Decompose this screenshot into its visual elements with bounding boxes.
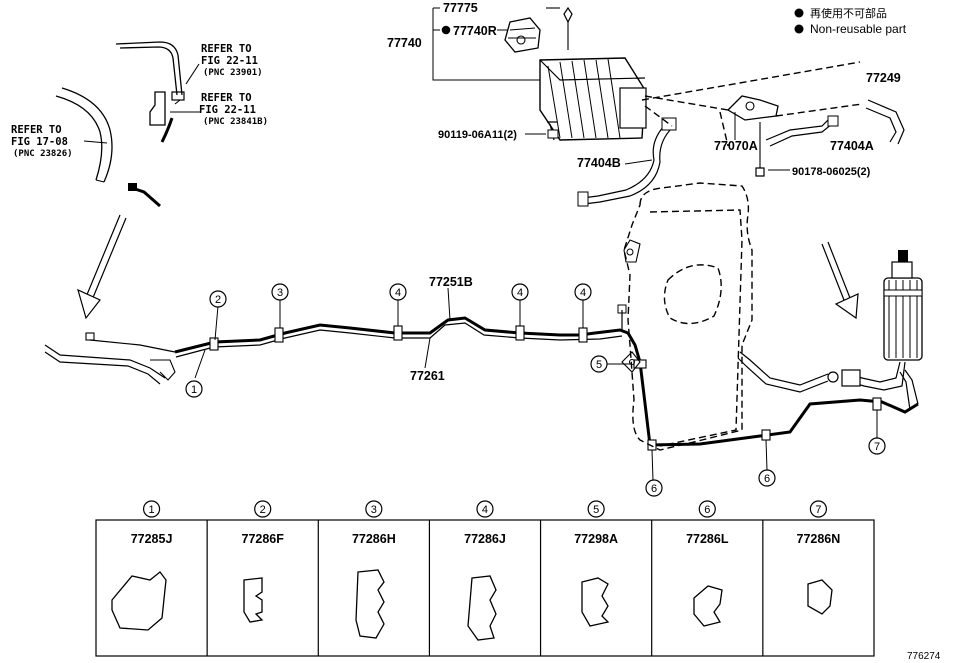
clamp-cell-1[interactable]: 1 77285J xyxy=(111,500,173,631)
svg-text:(PNC 23841B): (PNC 23841B) xyxy=(203,117,268,127)
part-number-77404B[interactable]: 77404B xyxy=(577,156,621,170)
clamp-illustration xyxy=(581,577,610,627)
part-number-90119-06A11[interactable]: 90119-06A11(2) xyxy=(438,129,517,141)
svg-text:2: 2 xyxy=(215,294,221,306)
charcoal-canister-top xyxy=(432,6,905,207)
callout-2[interactable]: 2 xyxy=(209,290,227,308)
clamp-index-circle xyxy=(587,500,605,518)
svg-text:REFER TO: REFER TO xyxy=(201,92,252,104)
clamp-illustration xyxy=(243,577,264,623)
clamp-cell-5[interactable]: 5 77298A xyxy=(574,500,618,627)
callout-4[interactable]: 4 xyxy=(389,283,407,301)
clamp-index-number: 4 xyxy=(482,504,488,516)
clamp-part-number: 77286H xyxy=(352,532,396,546)
clamp-part-number: 77286N xyxy=(797,532,841,546)
callout-6[interactable]: 6 xyxy=(758,469,776,487)
clamp-index-circle xyxy=(142,500,161,518)
clamp-illustration xyxy=(467,575,497,641)
clamp-index-number: 7 xyxy=(815,504,821,516)
clamp-cell-4[interactable]: 4 77286J xyxy=(464,500,506,641)
callout-4[interactable]: 4 xyxy=(511,283,529,301)
clamp-illustration xyxy=(693,585,723,627)
svg-text:FIG 22-11: FIG 22-11 xyxy=(199,104,256,116)
svg-text:FIG 17-08: FIG 17-08 xyxy=(11,136,68,148)
part-labels: 77775 77740 77740R 90119-06A11(2) 77249 … xyxy=(387,1,901,383)
clamp-cell-7[interactable]: 7 77286N xyxy=(797,500,841,615)
svg-text:REFER TO: REFER TO xyxy=(201,43,252,55)
clamp-index-circle xyxy=(254,500,272,518)
legend: 再使用不可部品 Non-reusable part xyxy=(794,6,907,36)
clamp-table: 1 77285J 2 77286F 3 77286H 4 77286J 5 77298A 6 7728… xyxy=(95,500,875,657)
svg-text:5: 5 xyxy=(596,359,602,371)
svg-text:7: 7 xyxy=(874,441,880,453)
clamp-index-circle xyxy=(365,500,383,518)
clamp-part-number: 77286L xyxy=(686,532,729,546)
fuel-tank-outline xyxy=(621,182,753,451)
clamp-table-border xyxy=(95,519,875,657)
svg-text:4: 4 xyxy=(517,287,523,299)
svg-text:4: 4 xyxy=(395,287,401,299)
clamp-part-number: 77286J xyxy=(464,532,506,546)
callout-7[interactable]: 7 xyxy=(868,437,886,455)
part-number-77740R[interactable]: 77740R xyxy=(453,24,497,38)
legend-bullet xyxy=(794,8,804,18)
part-number-77070A[interactable]: 77070A xyxy=(714,139,758,153)
clamp-illustration xyxy=(111,571,167,631)
diagram-callouts: 1 2 3 4 4 4 5 6 6 7 xyxy=(185,283,886,497)
clamp-part-number: 77285J xyxy=(131,532,173,546)
svg-text:6: 6 xyxy=(764,473,770,485)
legend-bullet xyxy=(794,24,804,34)
callout-3[interactable]: 3 xyxy=(271,283,289,301)
clamp-illustration xyxy=(355,569,385,639)
clamp-cell-2[interactable]: 2 77286F xyxy=(242,500,285,623)
clamp-illustration xyxy=(807,579,833,615)
direction-arrow-right xyxy=(821,241,859,320)
clamp-index-number: 5 xyxy=(593,504,599,516)
clamp-part-number: 77286F xyxy=(242,532,285,546)
svg-text:(PNC 23826): (PNC 23826) xyxy=(13,149,73,159)
clamp-part-number: 77298A xyxy=(574,532,618,546)
part-number-77775[interactable]: 77775 xyxy=(443,1,478,15)
part-number-77251B[interactable]: 77251B xyxy=(429,275,473,289)
svg-text:FIG 22-11: FIG 22-11 xyxy=(201,55,258,67)
refer-note-fig17-08[interactable]: REFER TO FIG 17-08 (PNC 23826) xyxy=(11,124,73,159)
clamp-index-number: 3 xyxy=(371,504,377,516)
clamp-cell-6[interactable]: 6 77286L xyxy=(686,500,729,627)
refer-note-fig22-11-b[interactable]: REFER TO FIG 22-11 (PNC 23841B) xyxy=(199,92,268,127)
svg-text:(PNC 23901): (PNC 23901) xyxy=(203,68,263,78)
part-number-77261[interactable]: 77261 xyxy=(410,369,445,383)
clamp-index-circle xyxy=(476,500,494,518)
part-number-77740[interactable]: 77740 xyxy=(387,36,422,50)
clamp-index-number: 2 xyxy=(260,504,266,516)
direction-arrow-left xyxy=(77,214,127,320)
callout-5[interactable]: 5 xyxy=(590,355,608,373)
refer-note-fig22-11-a[interactable]: REFER TO FIG 22-11 (PNC 23901) xyxy=(201,43,263,78)
clamp-cell-3[interactable]: 3 77286H xyxy=(352,500,396,639)
vent-canister-right xyxy=(737,250,923,411)
legend-item-english: Non-reusable part xyxy=(810,22,907,36)
part-number-77249[interactable]: 77249 xyxy=(866,71,901,85)
legend-item-japanese: 再使用不可部品 xyxy=(810,6,887,20)
clamp-index-circle xyxy=(809,500,828,518)
callout-6[interactable]: 6 xyxy=(645,479,663,497)
illustration-id: 776274 xyxy=(907,651,941,662)
callout-4[interactable]: 4 xyxy=(574,283,592,301)
svg-text:4: 4 xyxy=(580,287,586,299)
filler-hose-area xyxy=(55,41,200,208)
fuel-tube-assembly xyxy=(44,287,919,451)
non-reusable-bullet xyxy=(441,25,451,35)
svg-text:REFER TO: REFER TO xyxy=(11,124,62,136)
svg-text:6: 6 xyxy=(651,483,657,495)
clamp-index-circle xyxy=(698,500,716,518)
part-number-90178-06025[interactable]: 90178-06025(2) xyxy=(792,166,871,178)
svg-text:3: 3 xyxy=(277,287,283,299)
clamp-index-number: 6 xyxy=(704,504,710,516)
clamp-index-number: 1 xyxy=(149,504,155,516)
part-number-77404A[interactable]: 77404A xyxy=(830,139,874,153)
svg-text:1: 1 xyxy=(191,384,197,396)
callout-1[interactable]: 1 xyxy=(185,380,203,398)
